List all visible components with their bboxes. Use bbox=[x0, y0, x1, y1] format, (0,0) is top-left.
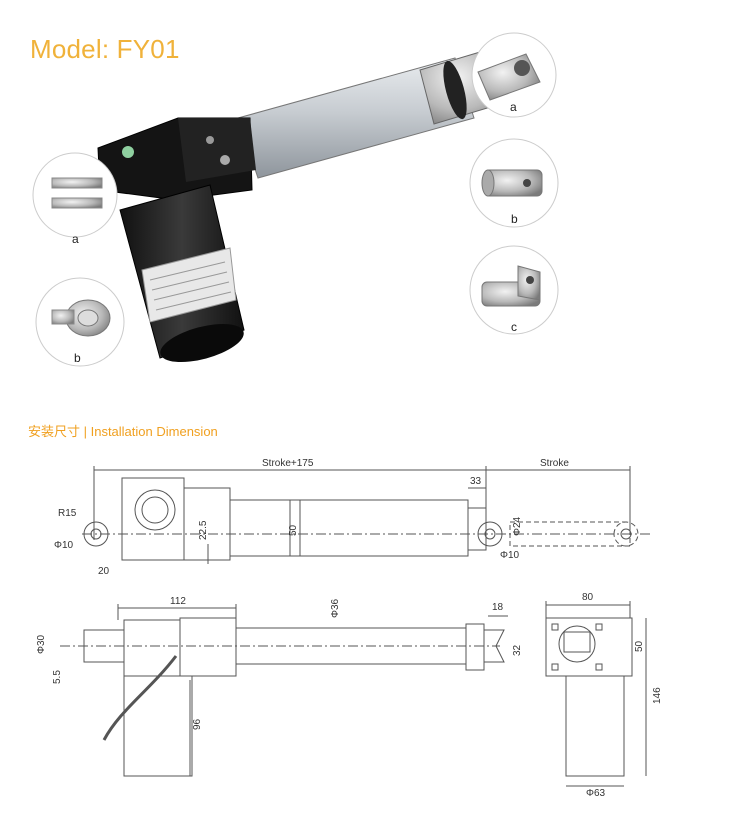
dim-phi10-front: Φ10 bbox=[500, 550, 520, 561]
dim-phi30: Φ30 bbox=[36, 634, 47, 654]
callout-rod-end-b bbox=[469, 138, 559, 228]
section-title: 安装尺寸 | Installation Dimension bbox=[28, 424, 218, 439]
dim-phi36: Φ36 bbox=[330, 598, 341, 618]
dim-stroke: Stroke bbox=[540, 458, 569, 469]
callout-label-rod-a: a bbox=[510, 100, 517, 114]
callout-label-rod-c: c bbox=[511, 320, 517, 334]
callout-rear-clevis-a bbox=[32, 152, 118, 238]
dim-22-5: 22.5 bbox=[198, 520, 209, 540]
dim-phi10-rear: Φ10 bbox=[54, 540, 74, 551]
dim-phi63: Φ63 bbox=[586, 788, 606, 799]
installation-dimension-drawing: Stroke+175 Stroke 33 R15 Φ10 20 22.5 50 … bbox=[36, 458, 663, 799]
dim-5-5: 5.5 bbox=[52, 670, 63, 684]
dim-18: 18 bbox=[492, 602, 504, 613]
callout-rod-end-a bbox=[471, 32, 557, 118]
callout-label-rear-a: a bbox=[72, 232, 79, 246]
dim-r15: R15 bbox=[58, 508, 77, 519]
dim-32: 32 bbox=[512, 644, 523, 656]
callout-rear-mount-b bbox=[35, 277, 125, 367]
dim-96: 96 bbox=[192, 718, 203, 730]
callout-rod-end-c bbox=[469, 245, 559, 335]
callout-label-rod-b: b bbox=[511, 212, 518, 226]
dim-112: 112 bbox=[170, 596, 186, 607]
dim-50-side: 50 bbox=[634, 640, 645, 652]
dim-146: 146 bbox=[652, 687, 663, 704]
dim-phi24: Φ24 bbox=[512, 516, 523, 536]
dim-33: 33 bbox=[470, 476, 482, 487]
dim-stroke-175: Stroke+175 bbox=[262, 458, 314, 469]
dim-50: 50 bbox=[288, 524, 299, 536]
model-title: Model: FY01 bbox=[30, 34, 180, 64]
dim-20: 20 bbox=[98, 566, 110, 577]
dim-80: 80 bbox=[582, 592, 594, 603]
callout-label-rear-b: b bbox=[74, 351, 81, 365]
actuator-product-image bbox=[32, 32, 559, 367]
